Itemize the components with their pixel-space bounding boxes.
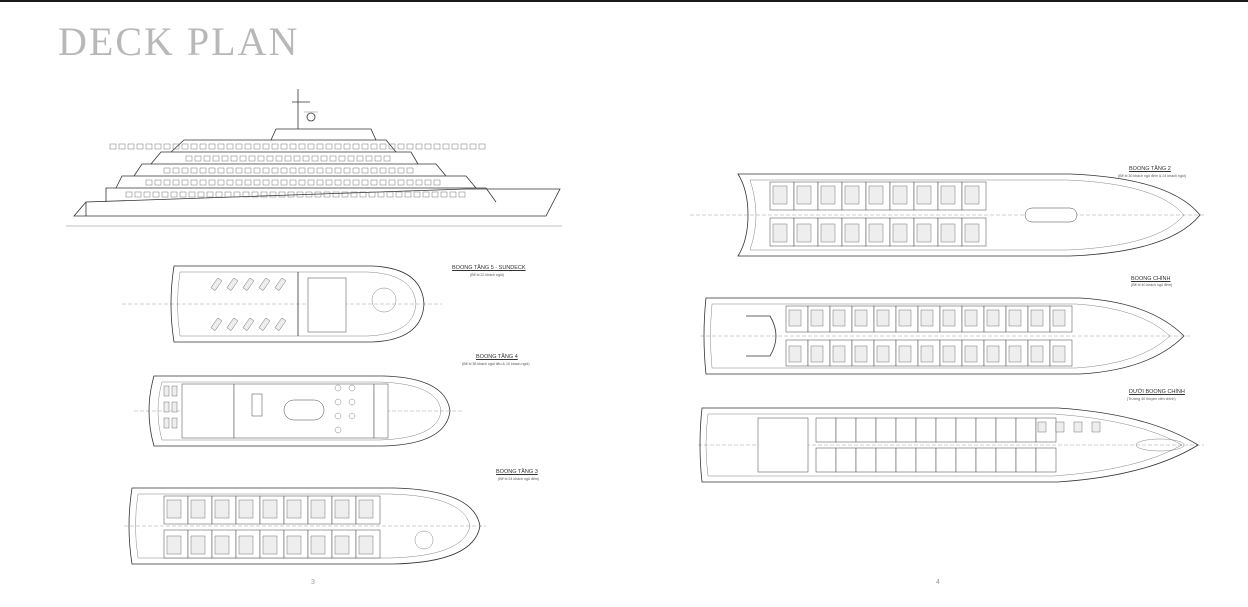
- deck-main-label: BOONG CHÍNH: [1131, 276, 1171, 282]
- deck4-plan: [134, 375, 464, 447]
- ship-side-elevation: [66, 89, 562, 227]
- deck-2-label: BOONG TẦNG 2: [1129, 166, 1171, 172]
- deck-below-label: DƯỚI BOONG CHÍNH: [1129, 389, 1185, 395]
- deck-4-sub: (Bể bi 38 khách ngồi tiêu & 10 khách ngồ…: [462, 362, 530, 366]
- deck2-plan: [690, 173, 1206, 257]
- deck3-plan: [124, 487, 486, 565]
- deck-3-sub: (Bể bi 24 khách ngủ đêm): [498, 477, 540, 481]
- deck-below-sub: (Trường 40 thuyền viên chính): [1127, 397, 1176, 401]
- page-number-left: 3: [311, 579, 315, 586]
- deck-3-label: BOONG TẦNG 3: [496, 469, 538, 475]
- sundeck-plan: [122, 265, 442, 343]
- main-deck-plan: [700, 297, 1190, 375]
- deck-2-sub: (Bể bi 30 khách ngủ đêm & 24 khách ngồi): [1118, 174, 1186, 178]
- page-number-right: 4: [936, 579, 940, 586]
- deck-4-label: BOONG TẦNG 4: [476, 354, 518, 360]
- deck-sundeck-label: BOONG TẦNG 5 - SUNDECK: [452, 265, 526, 271]
- top-border: [0, 0, 1248, 2]
- deck-main-sub: (Bể bi 40 khách ngủ đêm): [1131, 283, 1173, 287]
- deck-sundeck-sub: (Bể bi 22 khách ngồi): [470, 273, 504, 277]
- page-title: DECK PLAN: [58, 19, 300, 64]
- below-main-deck-plan: [698, 407, 1204, 483]
